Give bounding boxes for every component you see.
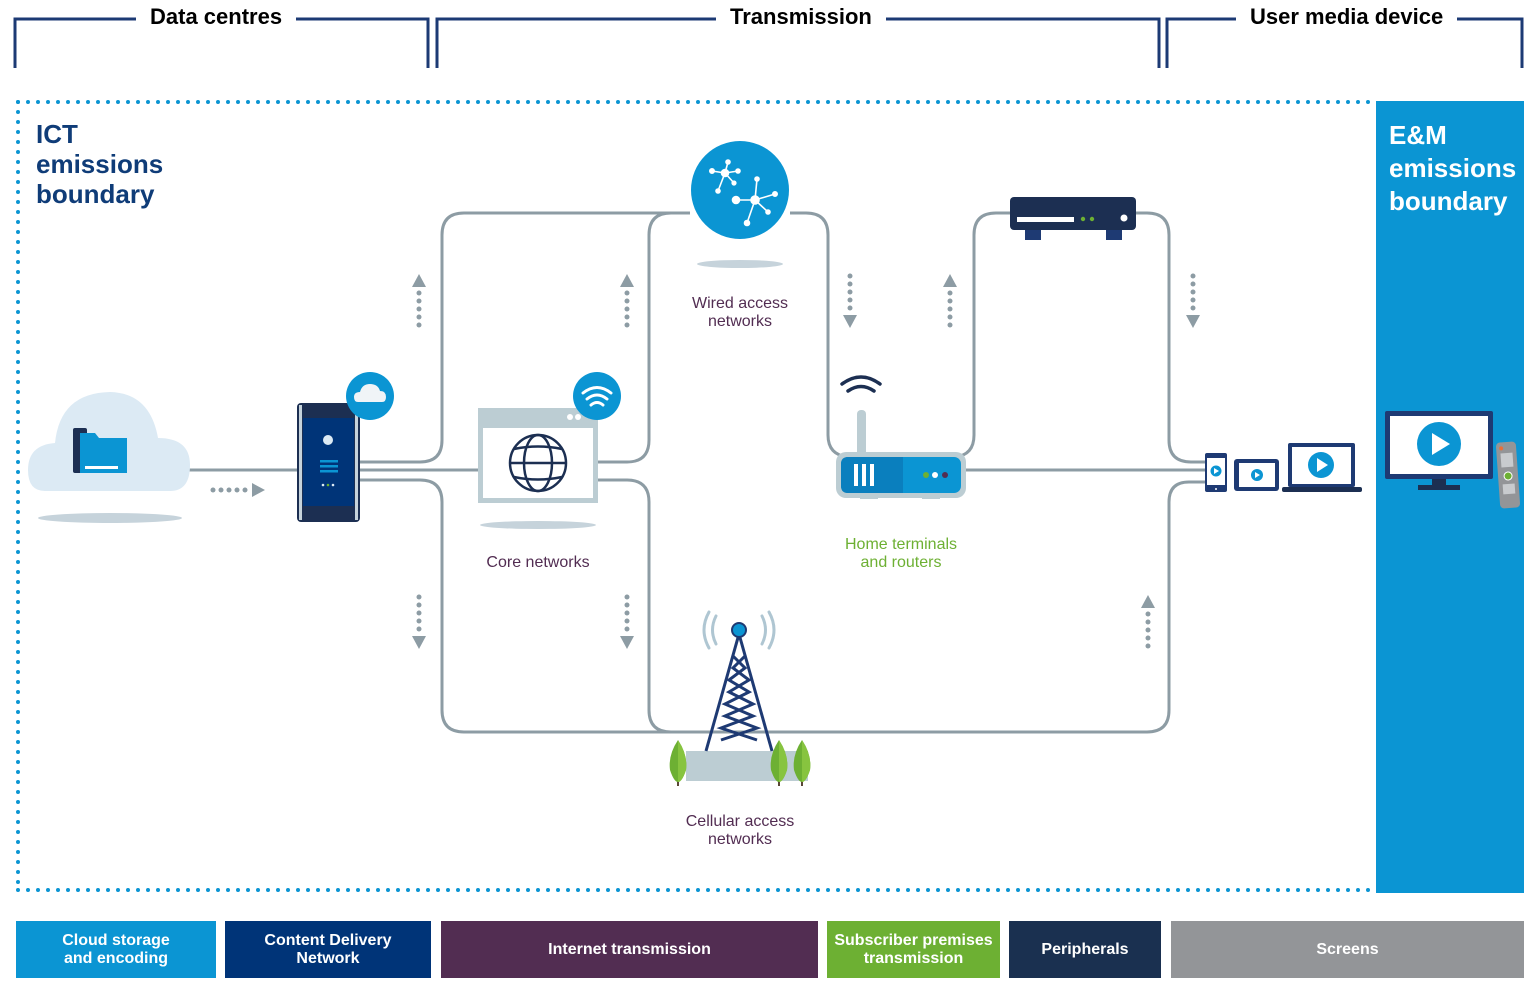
tablet-icon bbox=[1234, 459, 1279, 491]
arrow-up-icon bbox=[620, 274, 634, 328]
arrow-up-icon bbox=[412, 274, 426, 328]
arrow-right-icon bbox=[210, 483, 265, 497]
arrow-down-icon bbox=[412, 594, 426, 649]
cloud-badge-icon bbox=[346, 372, 394, 420]
wifi-badge-icon bbox=[573, 372, 621, 420]
smartphone-icon bbox=[1205, 453, 1227, 492]
em-boundary-panel bbox=[1376, 101, 1524, 893]
core-network-globe-icon bbox=[478, 372, 621, 529]
core-networks-label: Core networks bbox=[486, 554, 590, 571]
arrow-down-icon bbox=[620, 594, 634, 649]
em-boundary-title: E&M emissions boundary bbox=[1389, 119, 1516, 218]
laptop-icon bbox=[1282, 443, 1362, 492]
title-line: emissions bbox=[1389, 153, 1517, 183]
legend-internet-transmission: Internet transmission bbox=[441, 921, 818, 978]
header-data-centres: Data centres bbox=[136, 4, 297, 30]
cdn-server-icon bbox=[297, 372, 394, 522]
title-line: ICT bbox=[36, 119, 78, 149]
header-user-media-device: User media device bbox=[1236, 4, 1458, 30]
remote-control-icon bbox=[1495, 441, 1521, 509]
ict-boundary-title: ICT emissions boundary bbox=[36, 119, 163, 209]
flow-arrows bbox=[210, 273, 1200, 649]
title-line: E&M bbox=[1389, 120, 1447, 150]
tv-icon bbox=[1385, 411, 1493, 490]
title-line: boundary bbox=[36, 179, 155, 209]
header-transmission: Transmission bbox=[716, 4, 886, 30]
arrow-up-icon bbox=[943, 274, 957, 328]
tree-icon bbox=[669, 740, 687, 786]
title-line: boundary bbox=[1389, 186, 1508, 216]
home-router-icon bbox=[836, 375, 966, 499]
cloud-storage-icon bbox=[28, 392, 190, 523]
connector-lines bbox=[185, 211, 1205, 734]
arrow-down-icon bbox=[1186, 273, 1200, 328]
cell-tower-icon bbox=[669, 610, 811, 786]
arrow-down-icon bbox=[843, 273, 857, 328]
legend-peripherals: Peripherals bbox=[1009, 921, 1161, 978]
tree-icon bbox=[793, 740, 811, 786]
legend-screens: Screens bbox=[1171, 921, 1524, 978]
wired-network-icon bbox=[691, 141, 789, 268]
set-top-box-icon bbox=[1010, 197, 1136, 240]
ict-boundary-dots bbox=[16, 100, 1378, 892]
arrow-up-icon bbox=[1141, 595, 1155, 649]
title-line: emissions bbox=[36, 149, 164, 179]
tree-icon bbox=[770, 740, 788, 786]
